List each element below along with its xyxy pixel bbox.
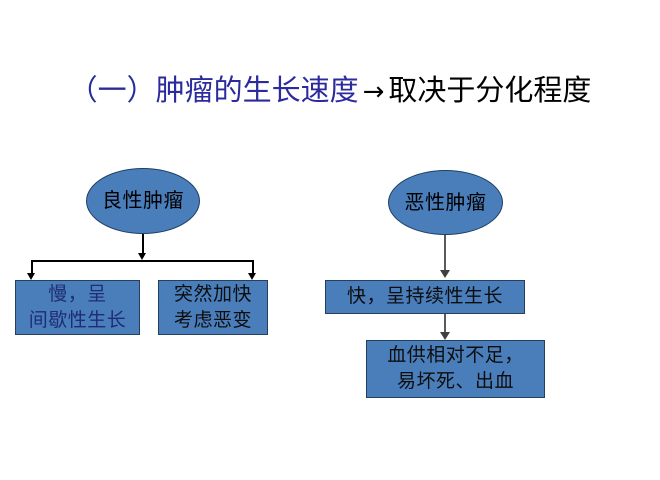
malignant-stem-arrowhead — [440, 270, 450, 278]
benign-tumor-label: 良性肿瘤 — [102, 190, 184, 212]
benign-slow-growth-box[interactable]: 慢，呈 间歇性生长 — [15, 280, 140, 335]
malignant-link-arrowhead — [440, 332, 450, 340]
malignant-stem-line — [444, 235, 446, 271]
benign-right-drop-arrowhead — [248, 273, 256, 280]
right-arrow-icon: → — [362, 77, 385, 107]
benign-split-bar — [31, 260, 253, 262]
malignant-fast-growth-label: 快，呈持续性生长 — [346, 286, 503, 307]
malignant-fast-growth-box[interactable]: 快，呈持续性生长 — [325, 280, 525, 314]
benign-tumor-ellipse[interactable]: 良性肿瘤 — [86, 168, 200, 234]
title-blue-text: （一）肿瘤的生长速度 — [68, 75, 359, 107]
title-black-text: 取决于分化程度 — [388, 75, 592, 107]
benign-left-drop-arrowhead — [27, 273, 35, 280]
page-title: （一）肿瘤的生长速度→取决于分化程度 — [0, 72, 660, 111]
malignant-tumor-ellipse[interactable]: 恶性肿瘤 — [388, 170, 503, 235]
benign-left-drop-line — [31, 260, 33, 274]
benign-right-drop-line — [252, 260, 254, 274]
malignant-link-line — [444, 314, 446, 334]
benign-stem-arrowhead — [138, 253, 146, 260]
malignant-tumor-label: 恶性肿瘤 — [404, 191, 487, 214]
malignant-blood-supply-box[interactable]: 血供相对不足， 易坏死、出血 — [366, 340, 545, 398]
benign-sudden-change-label: 突然加快 考虑恶变 — [173, 283, 252, 331]
benign-sudden-change-box[interactable]: 突然加快 考虑恶变 — [158, 280, 268, 335]
benign-slow-growth-label: 慢，呈 间歇性生长 — [28, 283, 127, 331]
malignant-blood-supply-label: 血供相对不足， 易坏死、出血 — [387, 345, 524, 392]
benign-stem-line — [142, 234, 144, 254]
